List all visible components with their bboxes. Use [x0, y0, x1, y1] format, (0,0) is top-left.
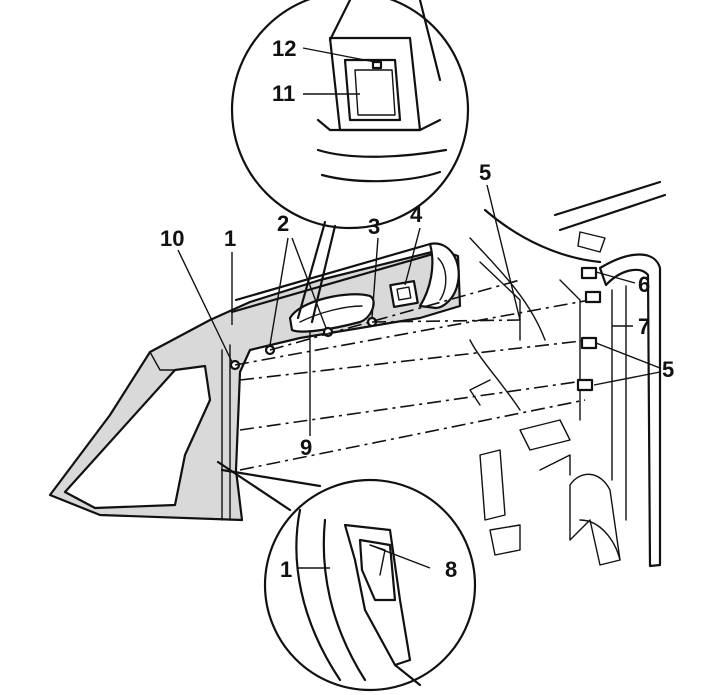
callout-7: 7 [638, 314, 650, 339]
leader-lines [177, 47, 661, 569]
callout-6: 6 [638, 272, 650, 297]
detail-circle-upper [230, 0, 470, 230]
car-body-structure [469, 180, 667, 568]
panel-upper-rail [230, 242, 460, 314]
callout-10: 10 [160, 226, 184, 251]
detail-connectors-lower [216, 460, 322, 512]
callout-11: 11 [272, 81, 295, 106]
callout-12: 12 [272, 36, 296, 61]
callout-1-detail: 1 [280, 557, 292, 582]
detail-connectors-upper [296, 220, 337, 324]
callout-4: 4 [410, 202, 423, 227]
square-clip [389, 279, 419, 309]
callout-9: 9 [300, 435, 312, 460]
callout-5-right: 5 [662, 357, 674, 382]
callout-2: 2 [277, 211, 289, 236]
callout-5-top: 5 [479, 160, 491, 185]
callout-8: 8 [445, 557, 457, 582]
detail-circle-lower [263, 478, 477, 692]
callout-1: 1 [224, 226, 236, 251]
callout-3: 3 [368, 214, 380, 239]
callout-labels: 12 11 2 3 4 10 1 9 5 6 7 5 8 1 [160, 36, 674, 582]
